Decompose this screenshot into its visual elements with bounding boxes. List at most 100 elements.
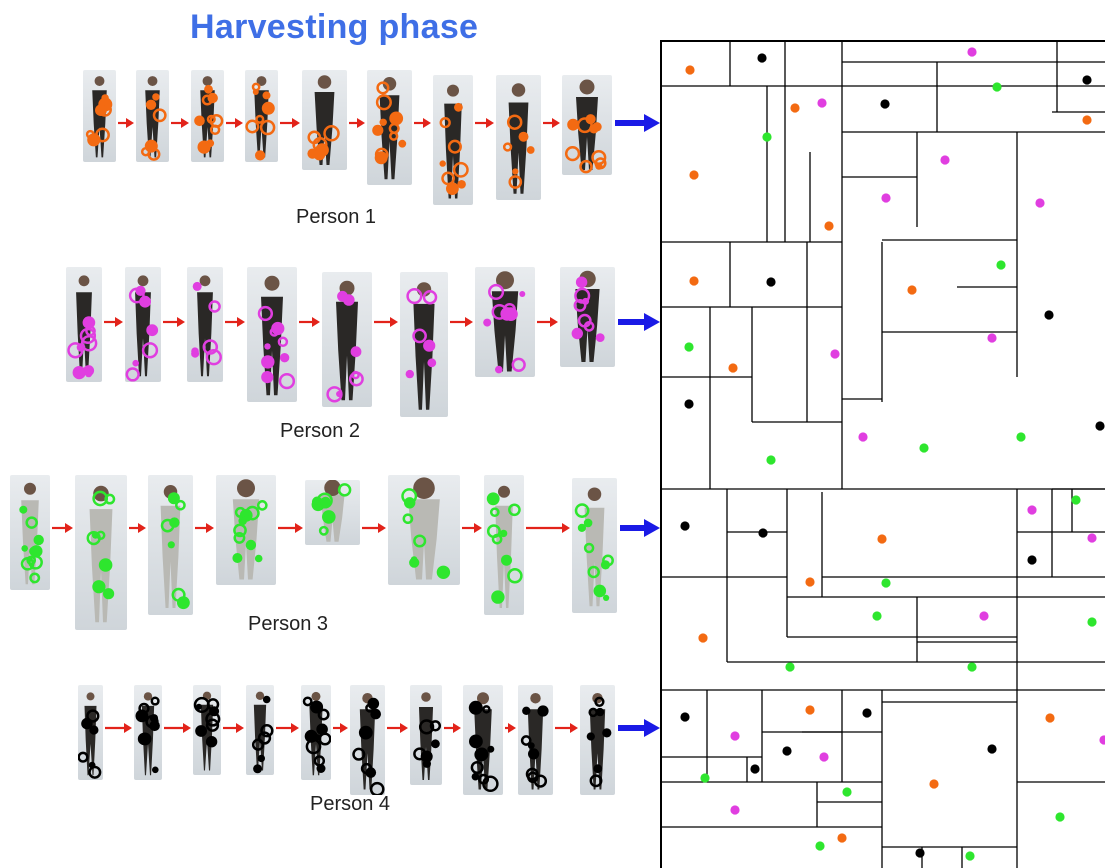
- head: [511, 83, 526, 97]
- keypoint-marker: [593, 764, 603, 774]
- keypoint-marker: [585, 114, 596, 125]
- silhouette: [413, 303, 435, 410]
- keypoint-marker: [95, 127, 110, 143]
- sample-dot: [907, 285, 917, 295]
- keypoint-marker: [439, 160, 446, 167]
- keypoint-marker: [374, 151, 388, 165]
- red-arrow-icon: [543, 118, 560, 128]
- sample-dot: [837, 833, 847, 843]
- keypoint-marker: [491, 590, 505, 604]
- head: [264, 275, 280, 291]
- keypoint-marker: [169, 517, 180, 528]
- person-2-frame: [125, 267, 161, 382]
- keypoint-marker: [76, 343, 86, 352]
- sample-dot: [1027, 555, 1037, 565]
- sample-dot: [919, 443, 929, 453]
- person-3-frame: [10, 475, 50, 590]
- person-1-frame: [191, 70, 224, 162]
- keypoint-marker: [29, 572, 41, 584]
- person-2-frame: [322, 272, 372, 407]
- keypoint-marker: [574, 503, 590, 518]
- keypoint-marker: [575, 276, 588, 288]
- person-row-1: Person 1: [0, 65, 665, 245]
- keypoint-marker: [195, 725, 207, 737]
- red-arrow-icon: [444, 723, 461, 733]
- person-3-frame: [216, 475, 276, 585]
- keypoint-marker: [471, 772, 480, 781]
- keypoint-marker: [167, 541, 175, 549]
- keypoint-marker: [85, 129, 95, 139]
- sample-dot: [1087, 533, 1097, 543]
- keypoint-marker: [175, 499, 186, 511]
- keypoint-marker: [502, 142, 513, 152]
- keypoint-marker: [320, 496, 331, 507]
- person-1-figure: [307, 75, 340, 165]
- sample-dot: [1035, 198, 1045, 208]
- sample-dot: [858, 432, 868, 442]
- keypoint-marker: [160, 518, 175, 533]
- keypoint-marker: [252, 89, 259, 95]
- person-4-figure: [193, 691, 221, 771]
- head: [94, 76, 105, 86]
- red-arrow-icon: [118, 118, 134, 128]
- silhouette: [197, 292, 213, 377]
- keypoint-marker: [152, 766, 159, 774]
- red-arrow-icon: [163, 317, 185, 327]
- sample-dot: [1027, 505, 1037, 515]
- keypoint-marker: [233, 531, 246, 544]
- head: [199, 275, 211, 287]
- sample-dot: [842, 787, 852, 797]
- sample-dot: [915, 848, 925, 858]
- person-1-label: Person 1: [296, 206, 377, 228]
- keypoint-marker: [499, 529, 508, 538]
- person-3-frame: [305, 480, 360, 545]
- sample-dot: [700, 773, 710, 783]
- person-4-frame: [301, 685, 331, 780]
- keypoint-marker: [205, 736, 218, 748]
- page-title: Harvesting phase: [190, 8, 479, 46]
- keypoint-marker: [501, 554, 512, 566]
- person-4-frame: [350, 685, 385, 795]
- person-3-figure: [160, 485, 190, 610]
- keypoint-marker: [208, 300, 221, 313]
- red-arrow-icon: [505, 723, 516, 733]
- keypoint-marker: [389, 111, 404, 126]
- person-3-figure: [486, 485, 523, 608]
- keypoint-marker: [567, 118, 579, 131]
- head: [137, 275, 149, 287]
- person-4-figure: [302, 691, 331, 776]
- keypoint-marker: [579, 159, 593, 174]
- keypoint-marker: [205, 711, 221, 727]
- keypoint-marker: [140, 146, 151, 157]
- keypoint-marker: [379, 118, 387, 126]
- red-arrow-icon: [374, 317, 398, 327]
- sample-dot: [689, 170, 699, 180]
- keypoint-marker: [202, 339, 219, 355]
- keypoint-marker: [138, 732, 152, 746]
- sample-dot: [757, 53, 767, 63]
- keypoint-marker: [149, 720, 160, 732]
- red-arrow-icon: [362, 523, 386, 533]
- red-arrow-icon: [475, 118, 494, 128]
- keypoint-marker: [528, 748, 540, 760]
- keypoint-marker: [427, 358, 437, 368]
- blue-arrow-icon: [618, 313, 660, 331]
- sample-dot: [805, 577, 815, 587]
- person-1-frame: [136, 70, 169, 162]
- sample-dot: [758, 528, 768, 538]
- person-1-figure: [372, 77, 407, 180]
- person-4-figure: [135, 692, 160, 776]
- person-3-frame: [572, 478, 617, 613]
- blue-arrow-icon: [618, 719, 660, 737]
- sample-dot: [880, 99, 890, 109]
- person-2-figure: [191, 275, 222, 377]
- keypoint-marker: [277, 336, 289, 348]
- keypoint-marker: [511, 357, 526, 372]
- keypoint-marker: [317, 708, 330, 721]
- head: [255, 691, 265, 700]
- person-4-frame: [246, 685, 274, 775]
- keypoint-marker: [487, 745, 495, 753]
- keypoint-marker: [245, 505, 260, 521]
- blue-arrow-icon: [620, 519, 660, 537]
- red-arrow-icon: [278, 523, 303, 533]
